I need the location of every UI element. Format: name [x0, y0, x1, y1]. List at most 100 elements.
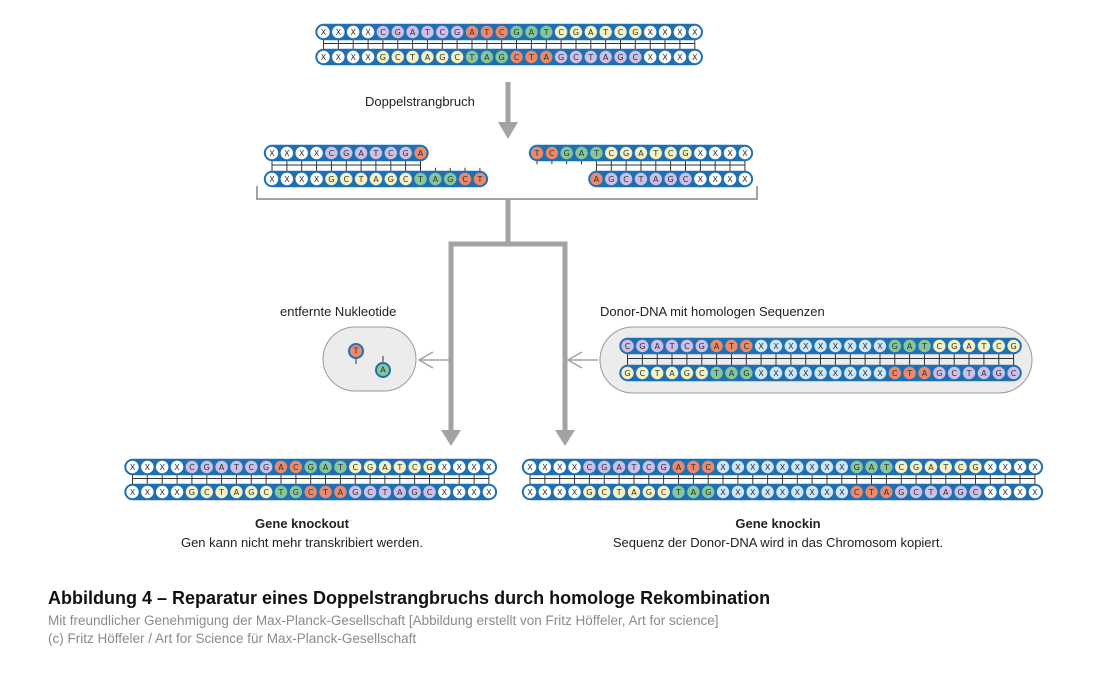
nucleotide-letter: X	[486, 463, 492, 472]
nucleotide-letter: G	[439, 53, 445, 62]
nucleotide-letter: C	[699, 369, 705, 378]
nucleotide-letter: A	[544, 53, 550, 62]
connectors	[256, 82, 758, 446]
nucleotide-a	[274, 460, 288, 474]
nucleotide-c	[495, 25, 508, 39]
nucleotide-letter: X	[159, 463, 165, 472]
nucleotide-letter: G	[608, 175, 614, 184]
nucleotide-letter: X	[321, 53, 327, 62]
knockout-title: Gene knockout	[255, 516, 350, 531]
nucleotide-letter: X	[803, 369, 809, 378]
nucleotide-x	[658, 50, 672, 64]
nucleotide-g	[245, 485, 258, 499]
nucleotide-x	[723, 172, 737, 186]
nucleotide-t	[473, 172, 487, 186]
nucleotide-t	[215, 485, 228, 499]
nucleotide-letter: G	[308, 463, 314, 472]
nucleotide-letter: G	[558, 53, 564, 62]
nucleotide-letter: X	[848, 369, 854, 378]
nucleotide-letter: T	[278, 488, 284, 497]
nucleotide-letter: X	[174, 463, 180, 472]
nucleotide-letter: C	[454, 53, 460, 62]
nucleotide-letter: G	[913, 463, 919, 472]
nucleotide-a	[393, 485, 406, 499]
nucleotide-letter: T	[616, 488, 622, 497]
nucleotide-g	[621, 366, 634, 380]
nucleotide-letter: X	[698, 149, 704, 158]
nucleotide-letter: A	[928, 463, 934, 472]
nucleotide-t	[924, 485, 938, 499]
nucleotide-g	[436, 50, 449, 64]
nucleotide-c	[619, 172, 633, 186]
nucleotide-x	[873, 339, 887, 353]
nucleotide-letter: G	[564, 149, 570, 158]
nucleotide-t	[369, 146, 383, 160]
nucleotide-letter: C	[204, 488, 210, 497]
nucleotide-letter: A	[691, 488, 697, 497]
caption-credit: Mit freundlicher Genehmigung der Max-Pla…	[48, 613, 719, 628]
nucleotide-c	[545, 146, 559, 160]
nucleotide-letter: X	[1017, 488, 1023, 497]
nucleotide-x	[791, 485, 804, 499]
nucleotide-c	[408, 460, 421, 474]
nucleotide-g	[1007, 339, 1020, 353]
nucleotide-letter: X	[742, 149, 748, 158]
nucleotide-g	[895, 485, 908, 499]
nucleotide-x	[310, 146, 323, 160]
nucleotide-g	[933, 366, 946, 380]
nucleotide-c	[185, 460, 199, 474]
nucleotide-letter: A	[358, 149, 364, 158]
nucleotide-letter: C	[684, 342, 690, 351]
nucleotide-letter: X	[365, 53, 371, 62]
nucleotide-x	[984, 485, 997, 499]
nucleotide-letter: X	[727, 149, 733, 158]
nucleotide-letter: A	[616, 463, 622, 472]
nucleotide-letter: C	[633, 53, 639, 62]
nucleotide-letter: C	[427, 488, 433, 497]
nucleotide-g	[679, 146, 692, 160]
nucleotide-letter: X	[456, 463, 462, 472]
nucleotide-t	[334, 460, 347, 474]
nucleotide-x	[467, 460, 481, 474]
nucleotide-x	[482, 460, 496, 474]
nucleotide-letter: X	[818, 342, 824, 351]
nucleotide-letter: X	[833, 369, 839, 378]
nucleotide-a	[540, 50, 553, 64]
break-arrowhead	[498, 122, 518, 139]
nucleotide-x	[776, 460, 789, 474]
nucleotide-letter: X	[712, 149, 718, 158]
nucleotide-letter: X	[692, 53, 698, 62]
nucleotide-letter: A	[323, 463, 329, 472]
nucleotide-x	[265, 172, 279, 186]
nucleotide-letter: G	[996, 369, 1002, 378]
nucleotide-letter: A	[907, 342, 913, 351]
nucleotide-x	[1013, 485, 1027, 499]
nucleotide-x	[568, 485, 581, 499]
nucleotide-letter: T	[713, 369, 719, 378]
nucleotide-letter: A	[433, 175, 439, 184]
nucleotide-letter: X	[788, 369, 794, 378]
nucleotide-a	[665, 366, 679, 380]
knockin-arrowhead	[555, 430, 575, 446]
nucleotide-x	[467, 485, 481, 499]
nucleotide-letter: X	[848, 342, 854, 351]
nucleotide-c	[436, 25, 449, 39]
nucleotide-letter: C	[263, 488, 269, 497]
nucleotide-x	[453, 485, 466, 499]
nucleotide-t	[525, 50, 538, 64]
nucleotide-c	[702, 460, 715, 474]
nucleotide-letter: T	[358, 175, 364, 184]
nucleotide-a	[480, 50, 494, 64]
nucleotide-letter: C	[937, 342, 943, 351]
nucleotide-x	[799, 339, 812, 353]
knockout-arrowhead	[441, 430, 461, 446]
donor-arrow-head	[566, 351, 583, 369]
nucleotide-t	[465, 50, 479, 64]
nucleotide-letter: C	[623, 175, 629, 184]
nucleotide-c	[933, 339, 946, 353]
nucleotide-letter: C	[293, 463, 299, 472]
nucleotide-letter: X	[803, 342, 809, 351]
nucleotide-letter: C	[462, 175, 468, 184]
nucleotide-letter: X	[442, 463, 448, 472]
